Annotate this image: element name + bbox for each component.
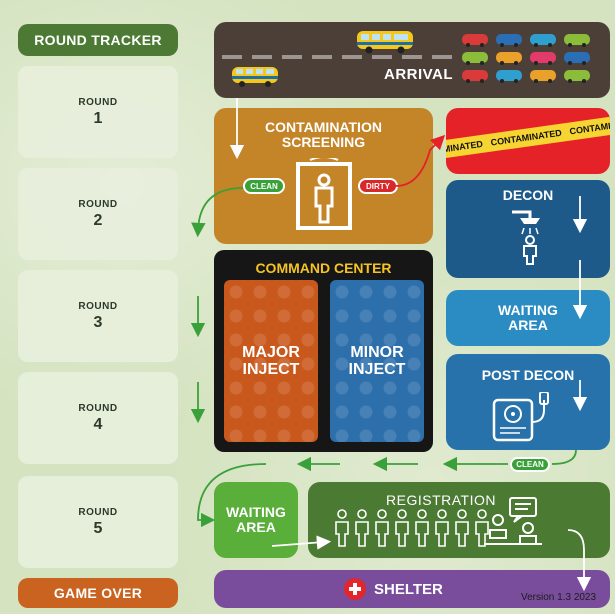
round-number: 3 xyxy=(93,313,103,331)
registration-label: REGISTRATION xyxy=(386,492,496,508)
shower-icon xyxy=(512,210,540,265)
major-inject-deck[interactable]: MAJOR INJECT xyxy=(224,280,318,442)
clean-badge-post-decon: CLEAN xyxy=(510,457,550,472)
waiting-area-decon[interactable]: WAITING AREA xyxy=(446,290,610,346)
round-label: ROUND xyxy=(78,402,118,414)
game-over-label: GAME OVER xyxy=(53,585,143,601)
shelter-zone[interactable]: SHELTER xyxy=(214,570,610,608)
round-slot-3[interactable]: ROUND 3 xyxy=(18,270,178,362)
road-markings xyxy=(222,55,452,59)
waiting-area-line1: WAITING xyxy=(498,302,558,318)
waiting-area-line1: WAITING xyxy=(226,504,286,520)
minor-inject-line1: MINOR xyxy=(350,344,404,361)
round-number: 4 xyxy=(93,415,103,433)
shelter-cross-icon xyxy=(344,578,366,600)
round-number: 1 xyxy=(93,109,103,127)
round-tracker-title: ROUND TRACKER xyxy=(18,24,178,56)
round-label: ROUND xyxy=(78,96,118,108)
round-label: ROUND xyxy=(78,300,118,312)
minor-inject-deck[interactable]: MINOR INJECT xyxy=(330,280,424,442)
people-queue-icon xyxy=(335,509,489,547)
dirty-badge-label: DIRTY xyxy=(366,181,390,191)
waiting-area-line2: AREA xyxy=(236,519,276,535)
round-slot-5[interactable]: ROUND 5 xyxy=(18,476,178,568)
bus-icon xyxy=(232,67,278,87)
arrival-label: ARRIVAL xyxy=(384,66,454,83)
screening-title-line2: SCREENING xyxy=(281,134,366,150)
tape-text: MINATED xyxy=(446,138,484,155)
screening-scanner-icon xyxy=(296,158,352,230)
round-tracker-title-text: ROUND TRACKER xyxy=(34,32,162,48)
dirty-badge: DIRTY xyxy=(358,178,398,194)
hazard-tape: MINATED CONTAMINATED CONTAMIN xyxy=(446,114,610,160)
clean-badge-label: CLEAN xyxy=(516,460,544,469)
clean-badge: CLEAN xyxy=(243,178,285,194)
major-inject-line1: MAJOR xyxy=(242,344,300,361)
minor-inject-line2: INJECT xyxy=(348,361,406,378)
round-label: ROUND xyxy=(78,198,118,210)
post-decon-label: POST DECON xyxy=(481,367,575,383)
round-number: 5 xyxy=(93,519,103,537)
shelter-label: SHELTER xyxy=(374,581,443,598)
decon-label: DECON xyxy=(502,187,554,203)
tape-text: CONTAMIN xyxy=(568,119,610,137)
waiting-area-line2: AREA xyxy=(508,317,548,333)
bus-icon xyxy=(357,31,413,54)
round-slot-4[interactable]: ROUND 4 xyxy=(18,372,178,464)
game-over-tile[interactable]: GAME OVER xyxy=(18,578,178,608)
registration-desk-icon xyxy=(484,497,542,545)
command-center-title: COMMAND CENTER xyxy=(255,260,392,276)
round-slot-1[interactable]: ROUND 1 xyxy=(18,66,178,158)
round-slot-2[interactable]: ROUND 2 xyxy=(18,168,178,260)
screening-title-line1: CONTAMINATION xyxy=(265,119,382,135)
clean-badge-label: CLEAN xyxy=(250,181,278,191)
tape-text: CONTAMINATED xyxy=(490,127,563,148)
waiting-area-registration[interactable]: WAITING AREA xyxy=(214,482,298,558)
round-label: ROUND xyxy=(78,506,118,518)
contaminated-zone[interactable]: MINATED CONTAMINATED CONTAMIN xyxy=(446,108,610,174)
radiation-meter-icon xyxy=(492,392,549,442)
round-number: 2 xyxy=(93,211,103,229)
major-inject-line2: INJECT xyxy=(242,361,300,378)
version-label: Version 1.3 2023 xyxy=(521,592,597,603)
parked-cars-icon xyxy=(462,34,590,83)
